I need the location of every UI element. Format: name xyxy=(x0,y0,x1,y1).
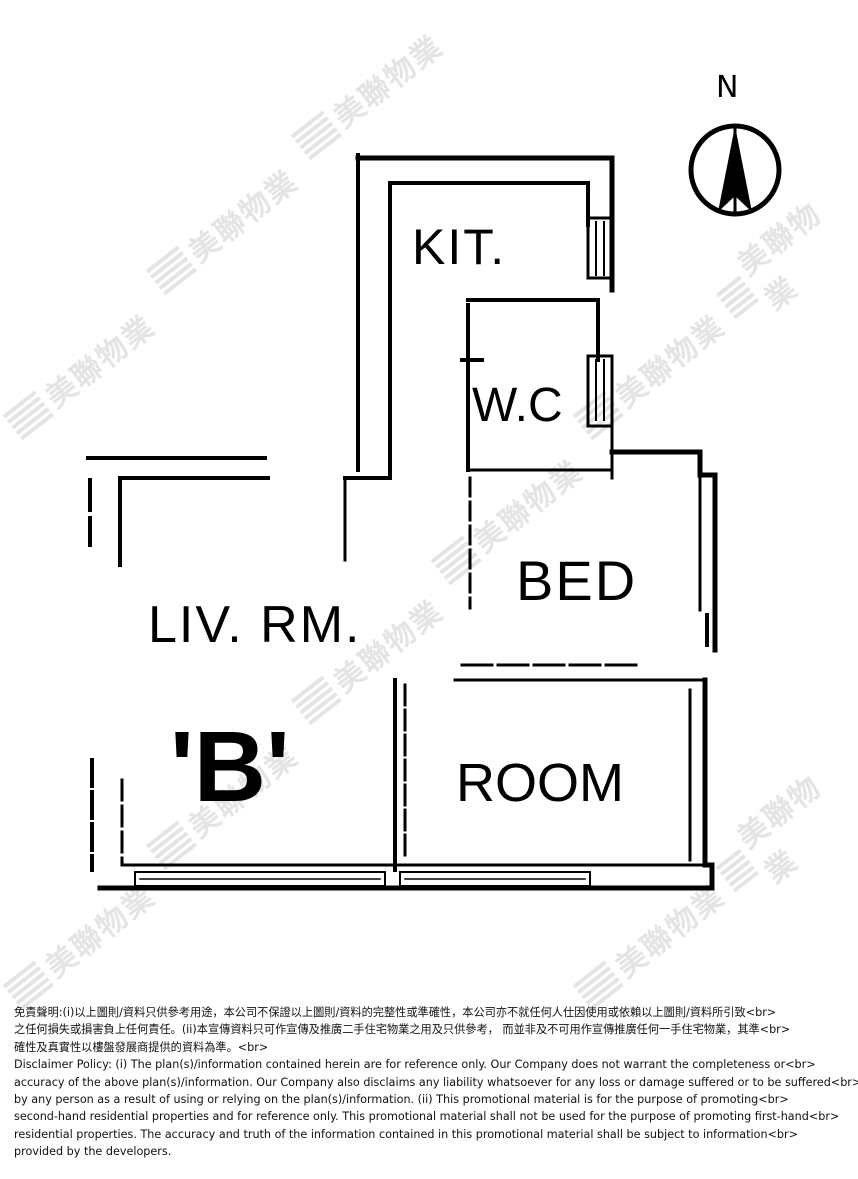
disclaimer-line: 之任何損失或損害負上任何責任。(ii)本宣傳資料只可作宣傳及推廣二手住宅物業之用… xyxy=(14,1023,791,1037)
disclaimer-line: provided by the developers. xyxy=(14,1145,172,1159)
north-label: N xyxy=(716,70,739,105)
disclaimer-line: second-hand residential properties and f… xyxy=(14,1110,840,1124)
room-label-bedroom: BED xyxy=(516,549,638,612)
disclaimer-line: by any person as a result of using or re… xyxy=(14,1093,789,1107)
room-label-living-room: LIV. RM. xyxy=(148,596,362,654)
disclaimer: 免責聲明:(i)以上圖則/資料只供參考用途，本公司不保證以上圖則/資料的完整性或… xyxy=(14,1004,858,1161)
floor-plan: 美聯物業 美聯物業 美聯物業 美聯物業 美聯物業 美聯物業 美聯物業 美聯物業 … xyxy=(1,29,829,1011)
disclaimer-line: accuracy of the above plan(s)/informatio… xyxy=(14,1075,858,1089)
north-arrow xyxy=(688,123,782,217)
unit-label: 'B' xyxy=(170,711,290,823)
disclaimer-line: 確性及真實性以樓盤發展商提供的資料為準。<br> xyxy=(14,1040,269,1054)
floor-plan-walls xyxy=(86,123,782,891)
room-label-bedroom-room: ROOM xyxy=(456,753,624,813)
disclaimer-line: 免責聲明:(i)以上圖則/資料只供參考用途，本公司不保證以上圖則/資料的完整性或… xyxy=(14,1006,777,1019)
room-label-wc: W.C xyxy=(472,379,563,432)
disclaimer-line: Disclaimer Policy: (i) The plan(s)/infor… xyxy=(14,1058,816,1072)
disclaimer-line: residential properties. The accuracy and… xyxy=(14,1127,798,1141)
room-label-kitchen: KIT. xyxy=(412,219,507,275)
